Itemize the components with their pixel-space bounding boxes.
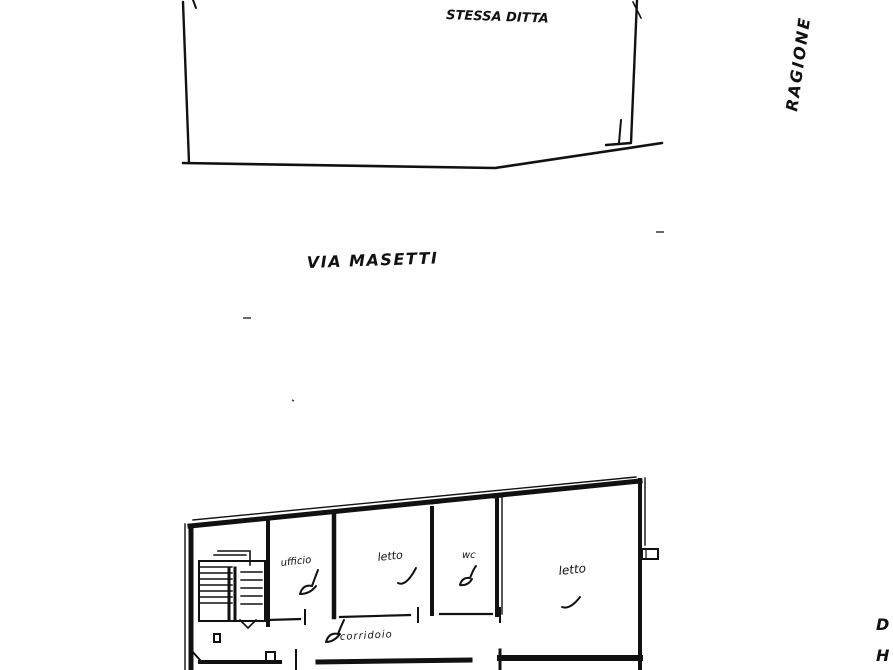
- right-balcony-door: [641, 548, 659, 560]
- room-label-bedroom-2: letto: [558, 561, 587, 578]
- adjacent-building-label: STESSA DITTA: [446, 8, 549, 27]
- stray-marks: [243, 231, 664, 402]
- interior-walls: [266, 497, 503, 627]
- room-labels: ufficio letto wc letto corridoio: [280, 548, 586, 643]
- apartment-floor-plan: [184, 476, 659, 670]
- street-label: VIA MASETTI: [306, 248, 438, 272]
- check-mark-corridor: [325, 619, 345, 643]
- check-mark-wc: [459, 565, 477, 587]
- room-check-marks: [299, 565, 581, 643]
- exterior-walls: [184, 476, 646, 670]
- adjacent-building-outline: [181, 0, 664, 170]
- check-mark-office: [299, 569, 319, 595]
- edge-fragment-1: D: [876, 615, 889, 634]
- side-street-label: RAGIONE: [782, 15, 814, 112]
- room-label-office: ufficio: [280, 555, 312, 569]
- check-mark-bedroom-1: [397, 567, 417, 585]
- corridor-walls: [266, 607, 501, 625]
- edge-fragment-2: H: [876, 646, 890, 665]
- room-label-bedroom-1: letto: [377, 548, 404, 564]
- staircase: [189, 550, 266, 662]
- corridor-label: corridoio: [340, 629, 393, 643]
- room-label-wc: wc: [462, 550, 476, 561]
- check-mark-bedroom-2: [561, 596, 581, 609]
- lower-walls: [198, 648, 643, 670]
